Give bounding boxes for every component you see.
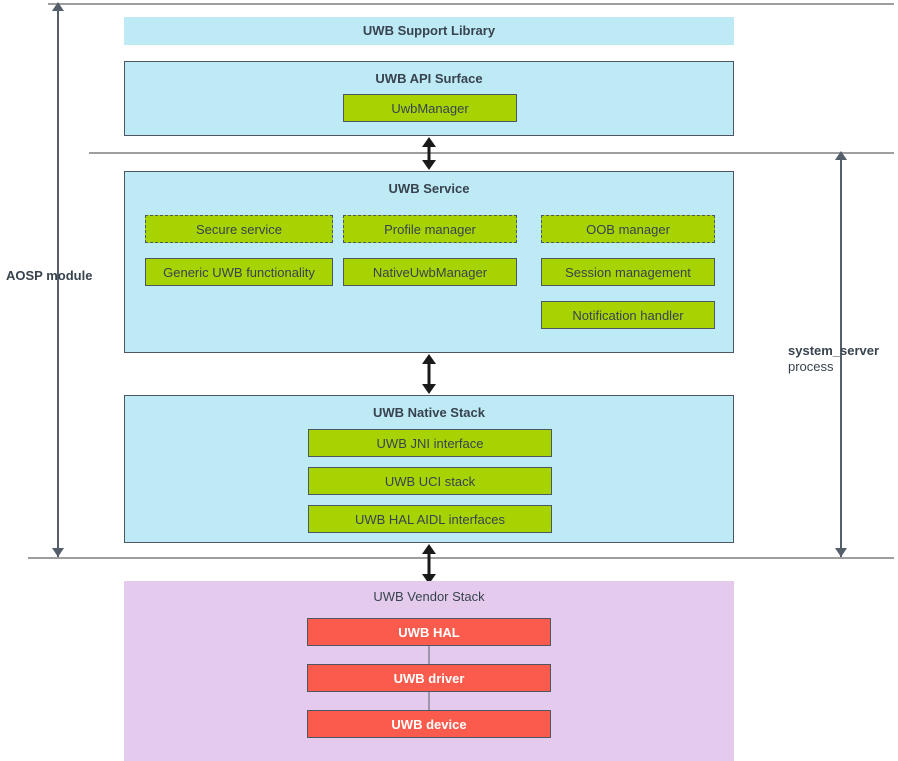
layer-native-stack: UWB Native Stack UWB JNI interface UWB U… (124, 395, 734, 543)
connector-arrow-down (422, 384, 436, 394)
separator-line-native-vendor (28, 557, 894, 559)
system-server-span-arrow-up (835, 151, 847, 160)
connector-stem (427, 550, 431, 578)
block-uwb-uci-stack[interactable]: UWB UCI stack (308, 467, 552, 495)
system-server-label: system_server process (788, 343, 879, 375)
block-native-uwb-manager[interactable]: NativeUwbManager (343, 258, 517, 286)
layer-support-library-title: UWB Support Library (362, 23, 496, 38)
aosp-module-span-line (57, 8, 59, 557)
connector-arrow-up (422, 137, 436, 147)
block-uwb-driver[interactable]: UWB driver (307, 664, 551, 692)
connector-stem (428, 692, 430, 718)
system-server-span-arrow-down (835, 548, 847, 557)
aosp-module-span-arrow-up (52, 2, 64, 11)
aosp-module-span-arrow-down (52, 548, 64, 557)
layer-native-stack-title: UWB Native Stack (373, 405, 485, 420)
block-uwb-hal[interactable]: UWB HAL (307, 618, 551, 646)
layer-uwb-service-title: UWB Service (388, 181, 470, 196)
block-uwb-jni-interface[interactable]: UWB JNI interface (308, 429, 552, 457)
block-secure-service[interactable]: Secure service (145, 215, 333, 243)
layer-vendor-stack-title: UWB Vendor Stack (373, 589, 485, 604)
connector-arrow-down (422, 574, 436, 584)
layer-uwb-service: UWB Service Secure service Profile manag… (124, 171, 734, 353)
connector-arrow-up (422, 544, 436, 554)
block-uwb-device[interactable]: UWB device (307, 710, 551, 738)
block-session-management[interactable]: Session management (541, 258, 715, 286)
connector-arrow-up (422, 354, 436, 364)
separator-line-top (48, 3, 894, 5)
block-uwb-hal-aidl-interfaces[interactable]: UWB HAL AIDL interfaces (308, 505, 552, 533)
connector-stem (427, 360, 431, 388)
connector-stem (427, 143, 431, 164)
block-notification-handler[interactable]: Notification handler (541, 301, 715, 329)
block-profile-manager[interactable]: Profile manager (343, 215, 517, 243)
aosp-module-label: AOSP module (6, 268, 93, 283)
block-oob-manager[interactable]: OOB manager (541, 215, 715, 243)
connector-native-to-vendor (414, 544, 444, 584)
layer-api-surface: UWB API Surface UwbManager (124, 61, 734, 136)
layer-vendor-stack: UWB Vendor Stack UWB HAL UWB driver UWB … (124, 581, 734, 761)
connector-arrow-down (422, 160, 436, 170)
connector-api-to-service (414, 137, 444, 170)
system-server-label-bold: system_server (788, 343, 880, 358)
system-server-label-normal: process (788, 359, 834, 374)
separator-line-api-service (89, 152, 894, 154)
connector-service-to-native (414, 354, 444, 394)
system-server-span-line (840, 158, 842, 557)
block-generic-uwb-functionality[interactable]: Generic UWB functionality (145, 258, 333, 286)
layer-api-surface-title: UWB API Surface (375, 71, 483, 86)
block-uwb-manager[interactable]: UwbManager (343, 94, 517, 122)
layer-support-library: UWB Support Library (124, 17, 734, 45)
connector-stem (428, 646, 430, 672)
